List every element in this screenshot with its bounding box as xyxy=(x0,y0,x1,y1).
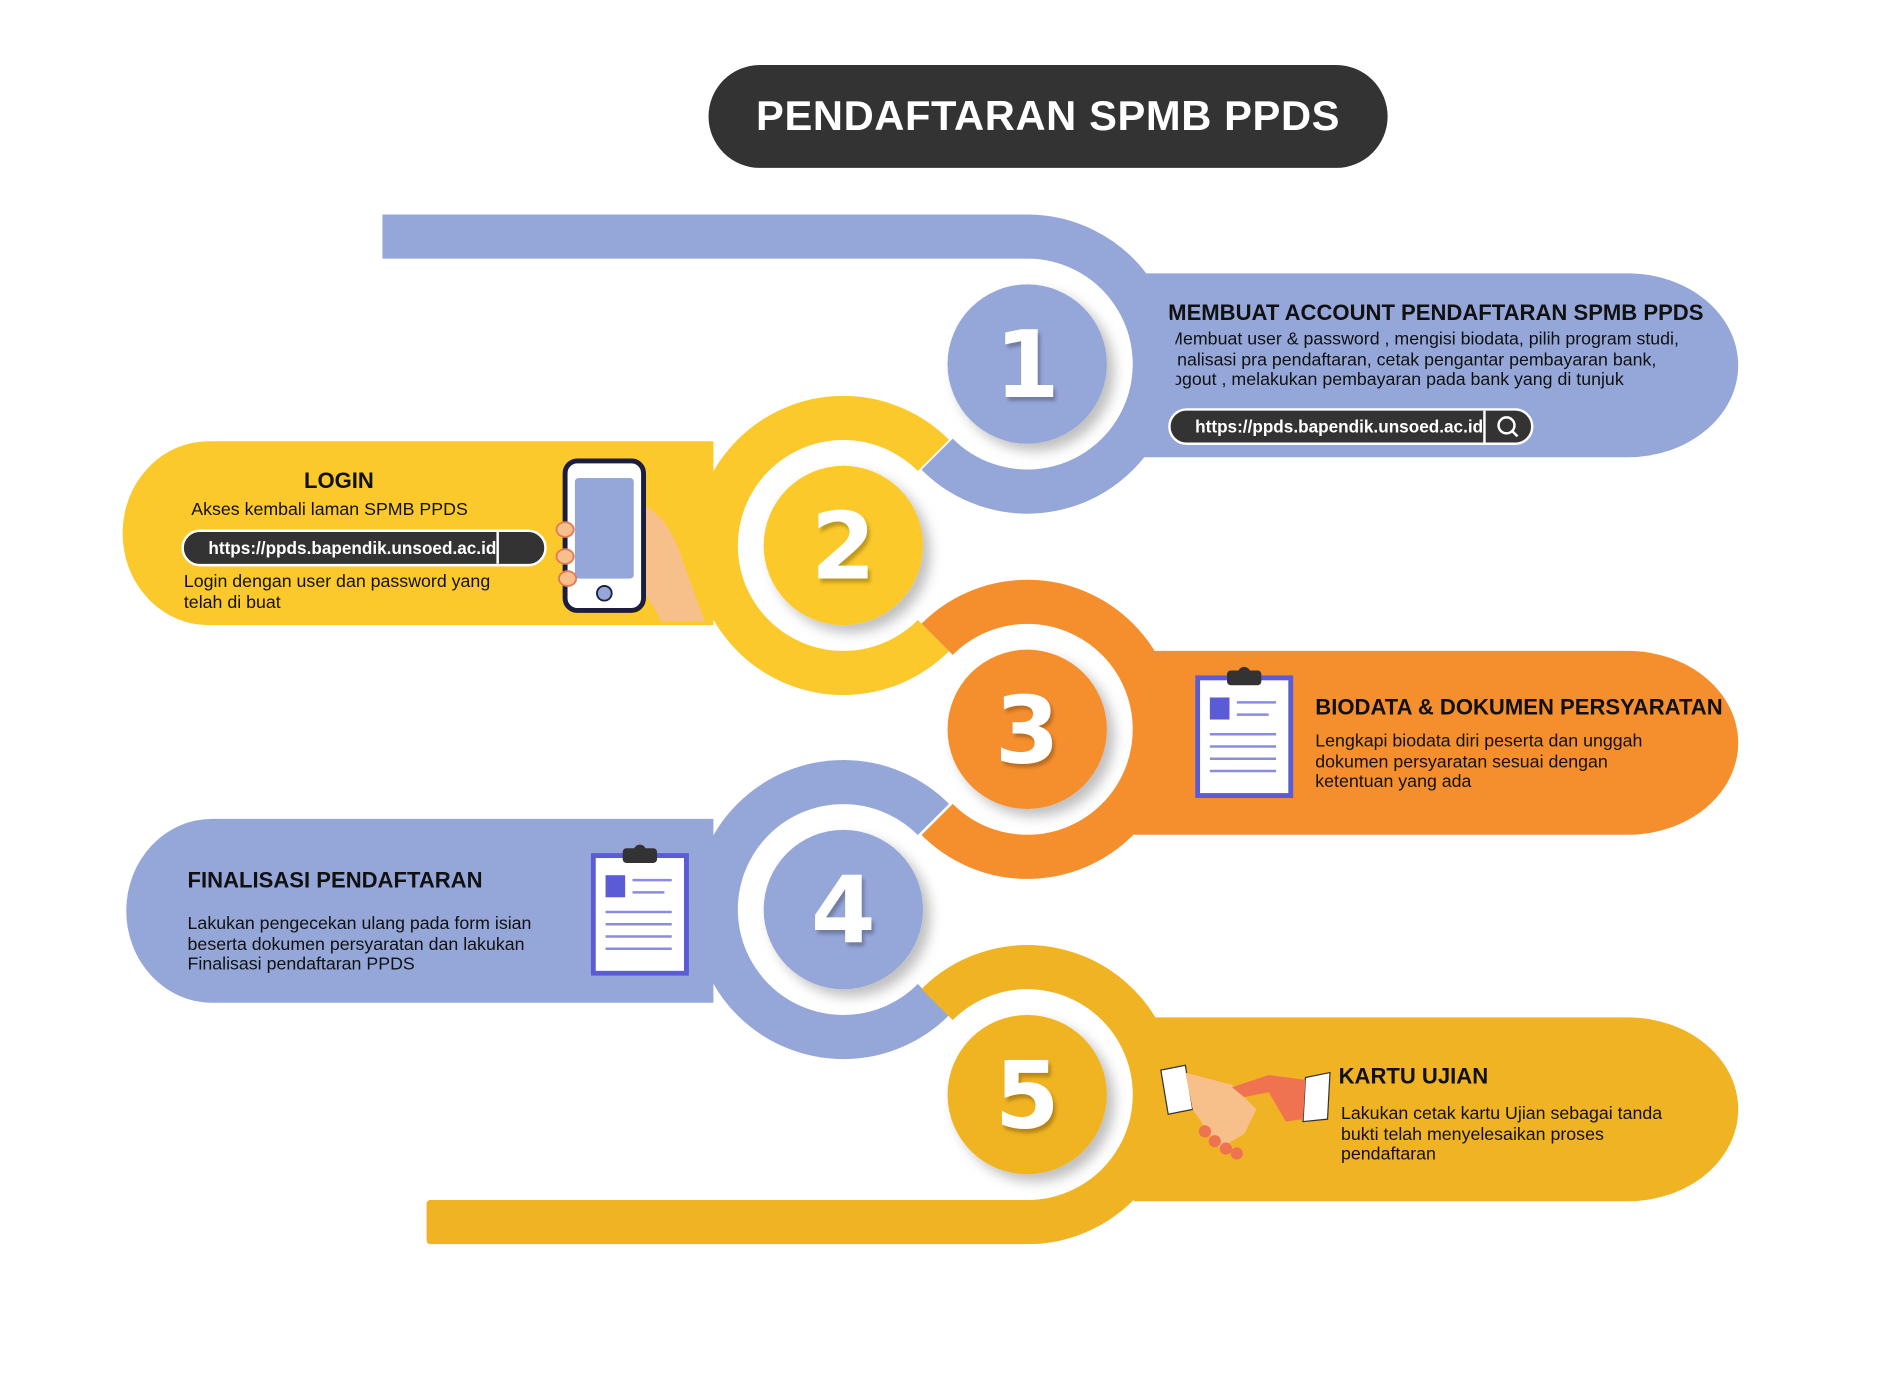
phone-in-hand-icon xyxy=(555,458,705,622)
step-2-url[interactable]: https://ppds.bapendik.unsoed.ac.id xyxy=(208,538,497,558)
step-5-number: 5 xyxy=(994,1040,1060,1150)
step-1-title: MEMBUAT ACCOUNT PENDAFTARAN SPMB PPDS xyxy=(1168,300,1704,325)
step-1-number: 1 xyxy=(994,309,1060,419)
clipboard-icon xyxy=(590,844,689,976)
step-2-number: 2 xyxy=(810,490,876,601)
step-4-number: 4 xyxy=(810,854,876,965)
handshake-icon xyxy=(1160,1064,1331,1160)
step-1-url-bar[interactable]: https://ppds.bapendik.unsoed.ac.id xyxy=(1168,408,1534,445)
ring-1 xyxy=(921,214,1177,514)
step-2-title: LOGIN xyxy=(303,468,374,493)
step-2-text: Login dengan user dan password yang tela… xyxy=(183,572,491,613)
bottom-bar xyxy=(426,1200,1030,1245)
step-4-text: Lakukan pengecekan ulang pada form isian… xyxy=(187,914,532,975)
step-1-panel: MEMBUAT ACCOUNT PENDAFTARAN SPMB PPDS Me… xyxy=(1133,273,1739,458)
step-3-number: 3 xyxy=(994,674,1060,784)
top-bar xyxy=(382,214,1030,259)
search-icon[interactable] xyxy=(1483,410,1531,443)
step-1-url[interactable]: https://ppds.bapendik.unsoed.ac.id xyxy=(1195,416,1484,437)
step-4-title: FINALISASI PENDAFTARAN xyxy=(187,867,483,893)
step-2-subtitle: Akses kembali laman SPMB PPDS xyxy=(191,500,468,520)
step-1-text: Membuat user & password , mengisi biodat… xyxy=(1168,329,1679,390)
step-3-text: Lengkapi biodata diri peserta dan unggah… xyxy=(1315,731,1643,792)
ring-5 xyxy=(921,945,1177,1245)
step-5-title: KARTU UJIAN xyxy=(1338,1063,1489,1089)
step-2-url-bar[interactable]: https://ppds.bapendik.unsoed.ac.id xyxy=(181,529,547,567)
ring-3 xyxy=(921,579,1177,879)
step-3-title: BIODATA & DOKUMEN PERSYARATAN xyxy=(1315,695,1723,720)
step-5-text: Lakukan cetak kartu Ujian sebagai tanda … xyxy=(1341,1104,1663,1165)
ring-2 xyxy=(693,395,950,695)
page-title: PENDAFTARAN SPMB PPDS xyxy=(708,64,1388,168)
clipboard-icon xyxy=(1195,666,1294,798)
ring-4 xyxy=(693,760,950,1060)
